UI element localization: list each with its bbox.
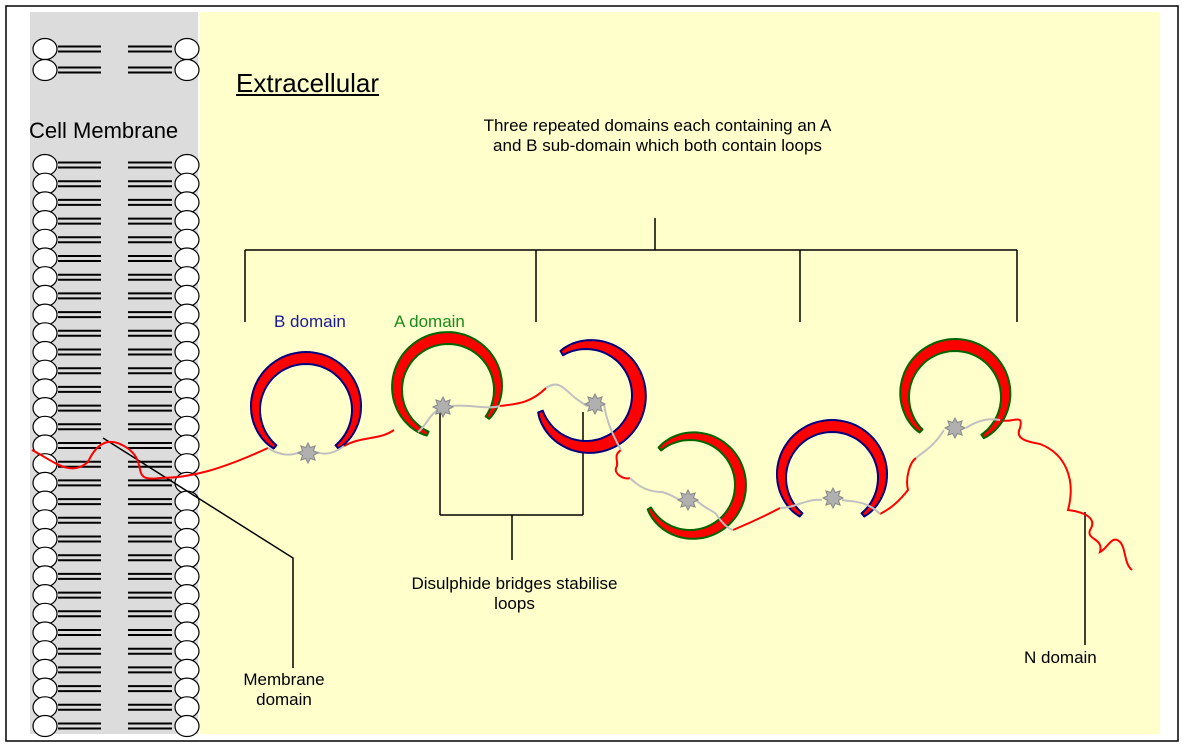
a-domain-label: A domain: [394, 312, 465, 331]
repeat-bracket: [244, 218, 1018, 322]
domain-loop: [391, 331, 503, 437]
lipid-bilayer: [32, 37, 200, 738]
lipid-row: [32, 303, 200, 326]
linker-chain: [417, 404, 501, 433]
polypeptide-chain: [31, 387, 1133, 571]
protein-loops: [250, 331, 1012, 540]
lipid-row: [32, 658, 200, 682]
disulphide-bridge-icon: [296, 441, 320, 465]
lipid-row: [32, 602, 200, 625]
linker-chain: [545, 383, 622, 451]
lipid-row: [32, 434, 200, 457]
domain-loop: [250, 351, 362, 450]
linker-chain: [915, 418, 1001, 459]
lipid-row: [32, 546, 200, 569]
lipid-row: [32, 359, 200, 382]
lipid-row: [32, 58, 200, 82]
lipid-row: [32, 621, 200, 644]
lipid-row: [32, 191, 200, 214]
disulphide-bridge-icon: [821, 486, 845, 510]
lipid-row: [32, 415, 200, 438]
membrane-domain-chain: [31, 440, 269, 480]
domain-loop: [899, 338, 1012, 440]
chain-link-2: [499, 387, 547, 407]
linker-chain: [629, 477, 734, 531]
n-domain-chain: [999, 418, 1133, 571]
membrane-domain-label: Membrane domain: [243, 670, 325, 710]
chain-link-1: [343, 429, 395, 447]
disulphide-bridge-icon: [583, 392, 607, 416]
disulphide-bracket: [439, 412, 584, 560]
lipid-row: [32, 172, 200, 195]
lipid-row: [32, 210, 200, 233]
domain-loop: [537, 339, 647, 454]
extracellular-title: Extracellular: [236, 68, 380, 98]
lipid-row: [32, 509, 200, 532]
lipid-row: [32, 583, 200, 607]
lipid-row: [32, 714, 200, 738]
lipid-row: [32, 340, 200, 364]
linker-chain: [779, 498, 881, 515]
lipid-row: [32, 37, 200, 61]
disulphide-label: Disulphide bridges stabilise loops: [411, 574, 618, 614]
lipid-row: [32, 527, 200, 551]
lipid-row: [32, 247, 200, 270]
lipid-row: [32, 696, 200, 719]
domain-loop: [646, 431, 747, 540]
disulphide-bridge-icon: [431, 395, 455, 419]
n-domain-label: N domain: [1024, 648, 1097, 667]
disulphide-bridge-icon: [943, 416, 967, 440]
lipid-row: [32, 153, 200, 177]
chain-link-3: [614, 449, 631, 480]
repeated-domains-label: Three repeated domains each containing a…: [483, 116, 832, 156]
chain-link-5: [879, 457, 917, 515]
chain-link-4: [732, 507, 781, 531]
lipid-row: [32, 228, 200, 251]
b-domain-label: B domain: [274, 312, 346, 331]
cell-membrane-label: Cell Membrane: [29, 118, 179, 143]
lipid-row: [32, 266, 200, 289]
domain-loop: [776, 419, 888, 518]
lipid-row: [32, 378, 200, 401]
disulphide-bridge-icon: [676, 488, 700, 512]
